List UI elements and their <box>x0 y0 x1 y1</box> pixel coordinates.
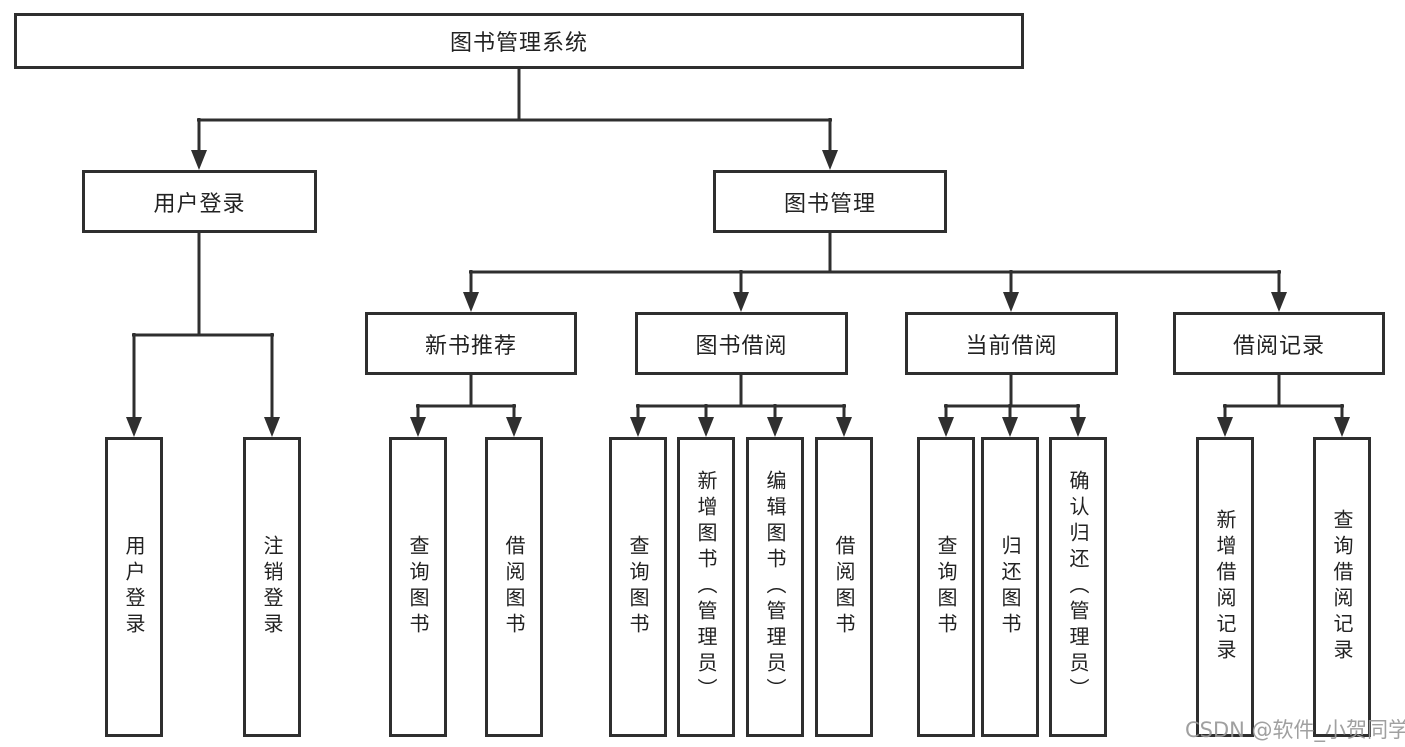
leaf-query-borrow-record: 查询借阅记录 <box>1313 437 1371 737</box>
leaf-edit-books-admin: 编辑图书（管理员） <box>746 437 804 737</box>
node-new-book-recommend: 新书推荐 <box>365 312 577 375</box>
csdn-watermark: CSDN @软件_小贺同学 <box>1185 718 1405 742</box>
leaf-borrow-books: 借阅图书 <box>815 437 873 737</box>
node-book-borrowing: 图书借阅 <box>635 312 848 375</box>
leaf-query-books-current: 查询图书 <box>917 437 975 737</box>
leaf-add-borrow-record: 新增借阅记录 <box>1196 437 1254 737</box>
node-current-borrowing: 当前借阅 <box>905 312 1118 375</box>
leaf-query-books-recommend: 查询图书 <box>389 437 447 737</box>
leaf-confirm-return-admin: 确认归还（管理员） <box>1049 437 1107 737</box>
leaf-borrow-books-recommend: 借阅图书 <box>485 437 543 737</box>
node-root-library-system: 图书管理系统 <box>14 13 1024 69</box>
leaf-return-books: 归还图书 <box>981 437 1039 737</box>
leaf-query-books-borrowing: 查询图书 <box>609 437 667 737</box>
leaf-add-books-admin: 新增图书（管理员） <box>677 437 735 737</box>
node-book-management: 图书管理 <box>713 170 947 233</box>
node-borrow-records: 借阅记录 <box>1173 312 1385 375</box>
leaf-user-login: 用户登录 <box>105 437 163 737</box>
leaf-logout: 注销登录 <box>243 437 301 737</box>
node-user-login: 用户登录 <box>82 170 317 233</box>
